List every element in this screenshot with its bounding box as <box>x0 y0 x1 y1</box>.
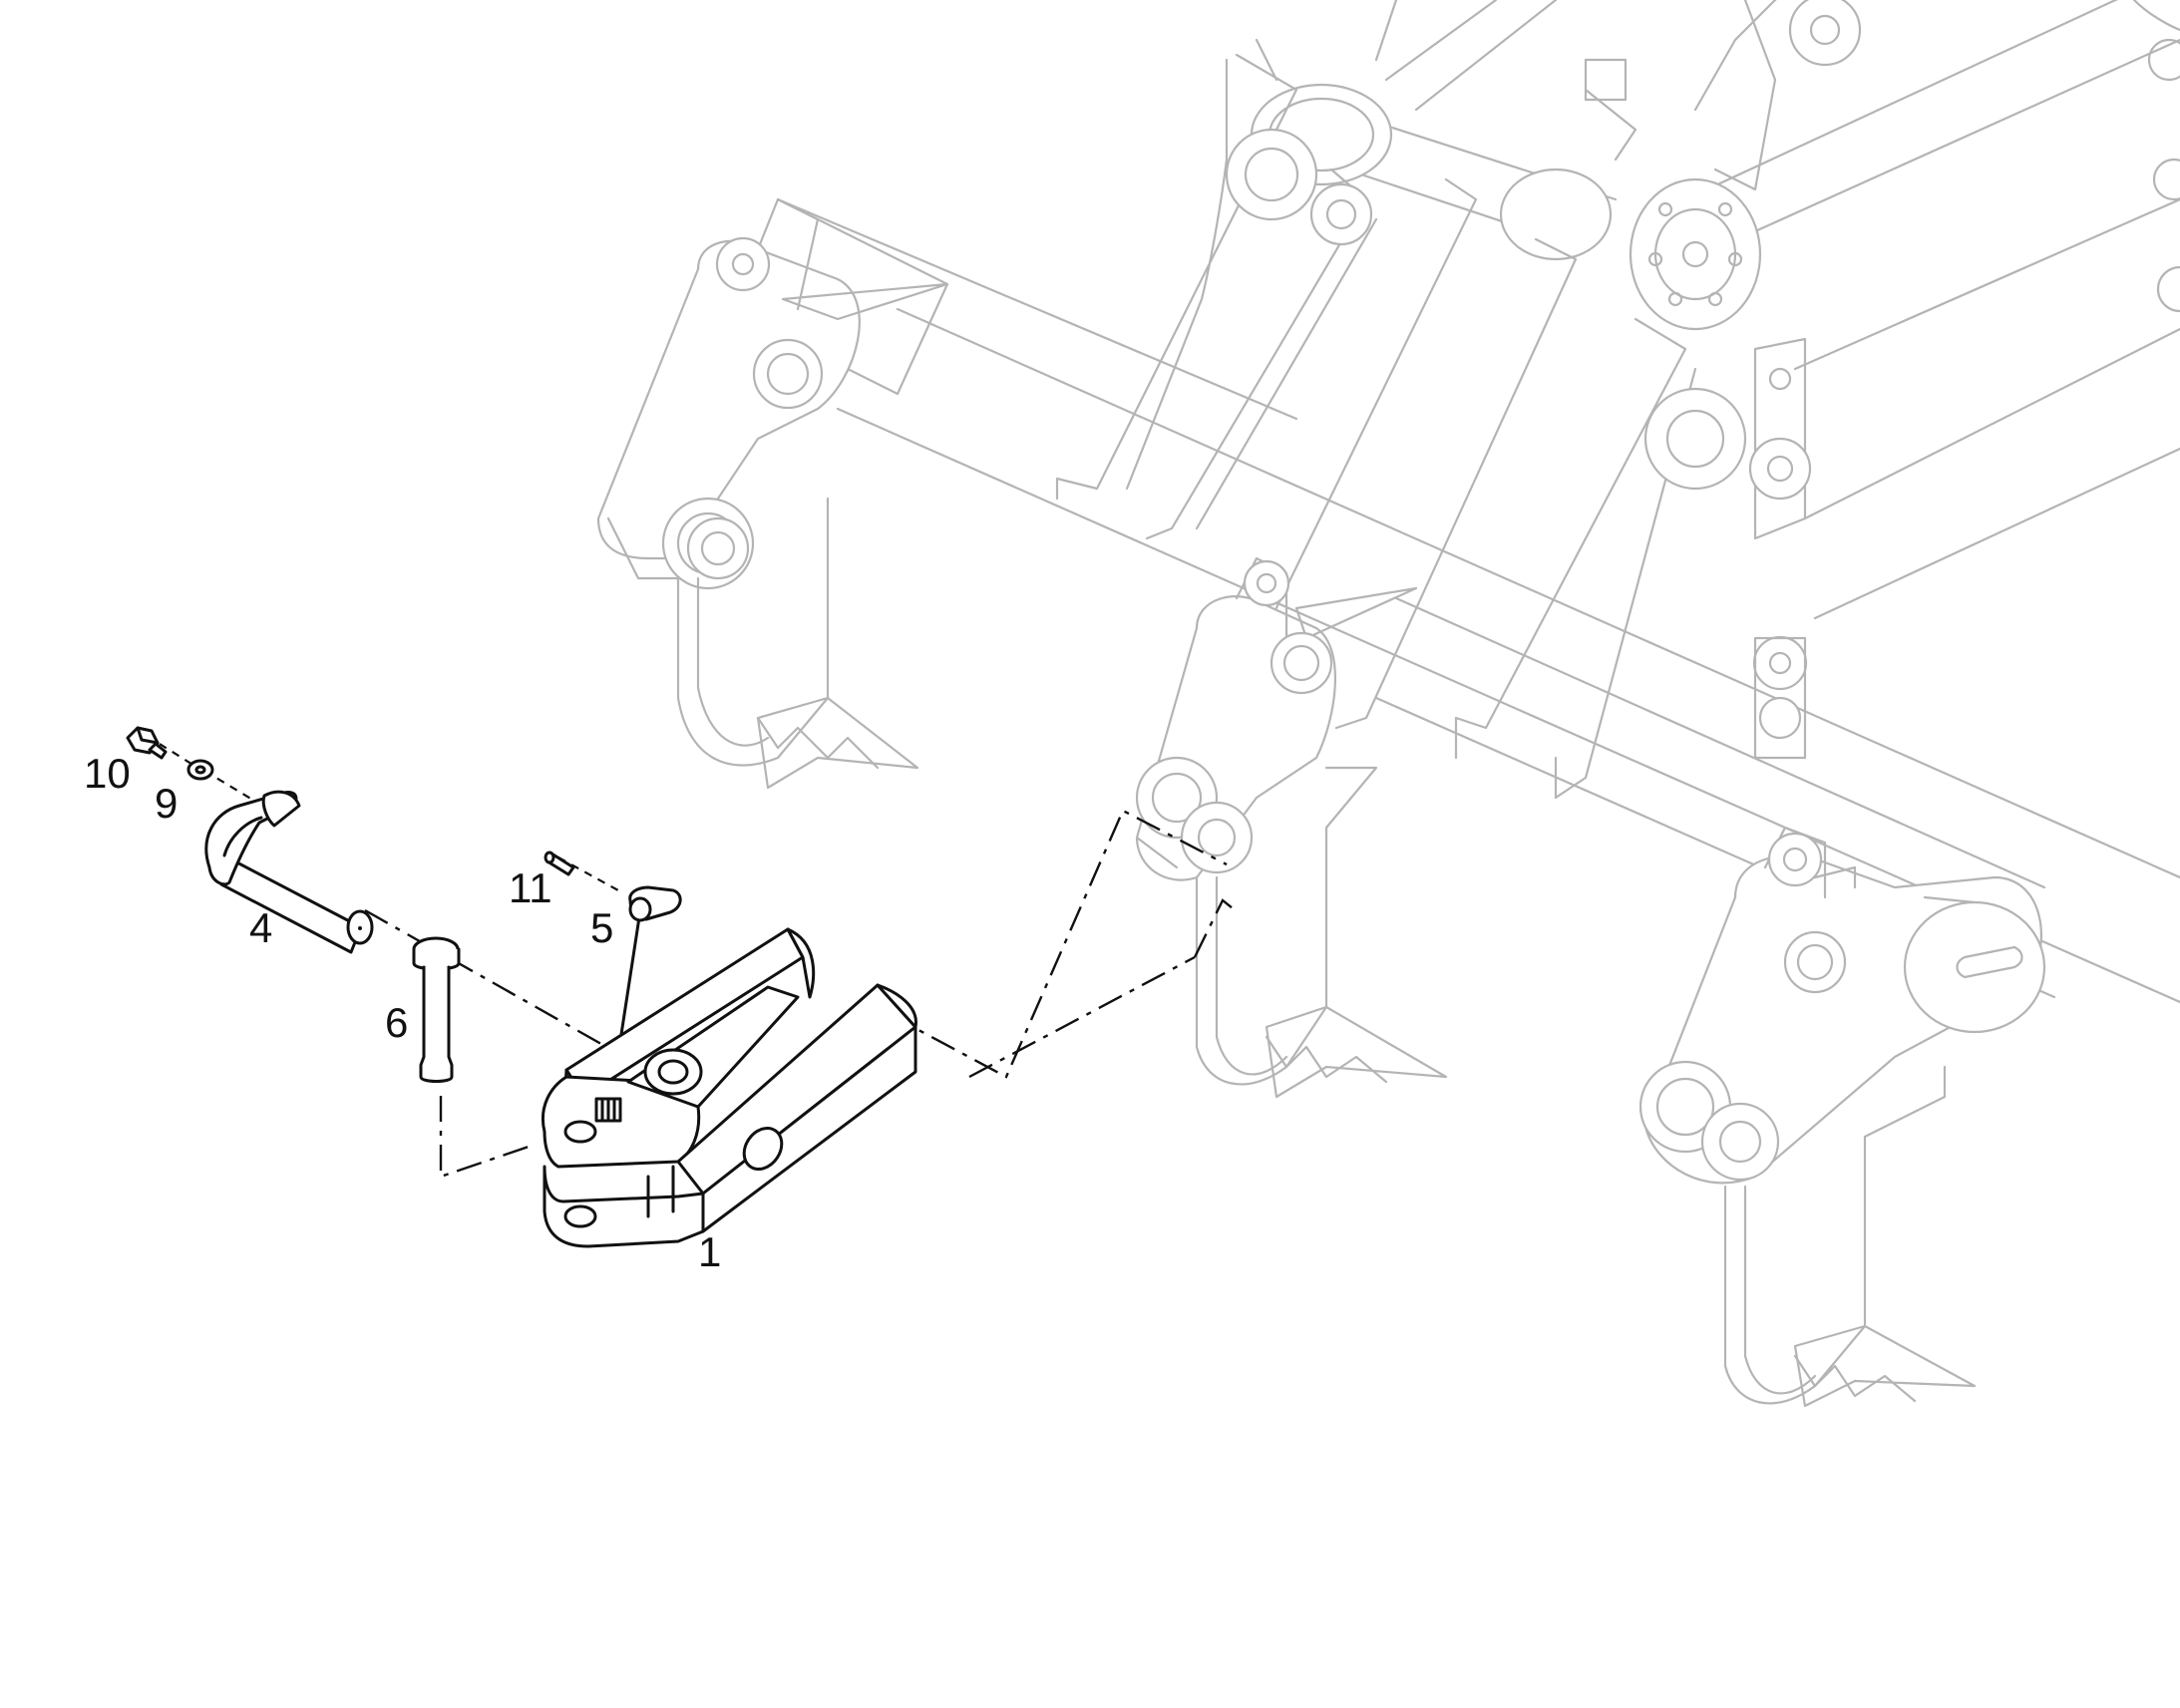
part-1-shank-holder <box>542 927 917 1248</box>
part-10-bolt <box>126 726 168 760</box>
callout-6: 6 <box>385 999 408 1046</box>
callout-9: 9 <box>155 780 178 827</box>
part-9-washer <box>186 759 214 781</box>
callout-11: 11 <box>509 864 552 911</box>
hydraulic-cylinder-ghost <box>1250 58 1762 331</box>
callout-5: 5 <box>590 904 613 951</box>
upper-link-ghost <box>1693 0 2180 313</box>
callout-10: 10 <box>84 750 131 797</box>
link-arms-ghost <box>1055 38 1812 800</box>
right-shank-ghost <box>1638 826 2046 1408</box>
upper-rails <box>1374 0 2180 620</box>
part-4-pin <box>204 790 374 954</box>
part-6-stepped-pin <box>412 936 461 1083</box>
middle-shank-ghost <box>1135 556 1448 1099</box>
part-11-roll-pin <box>544 851 575 876</box>
callout-labels: 1 4 5 6 9 10 11 <box>84 750 721 1275</box>
callout-4: 4 <box>249 904 272 951</box>
callout-1: 1 <box>698 1228 721 1275</box>
left-shank-ghost <box>596 197 949 790</box>
ripper-frame-ghost <box>596 0 2180 1408</box>
part-5-retainer <box>628 885 682 922</box>
